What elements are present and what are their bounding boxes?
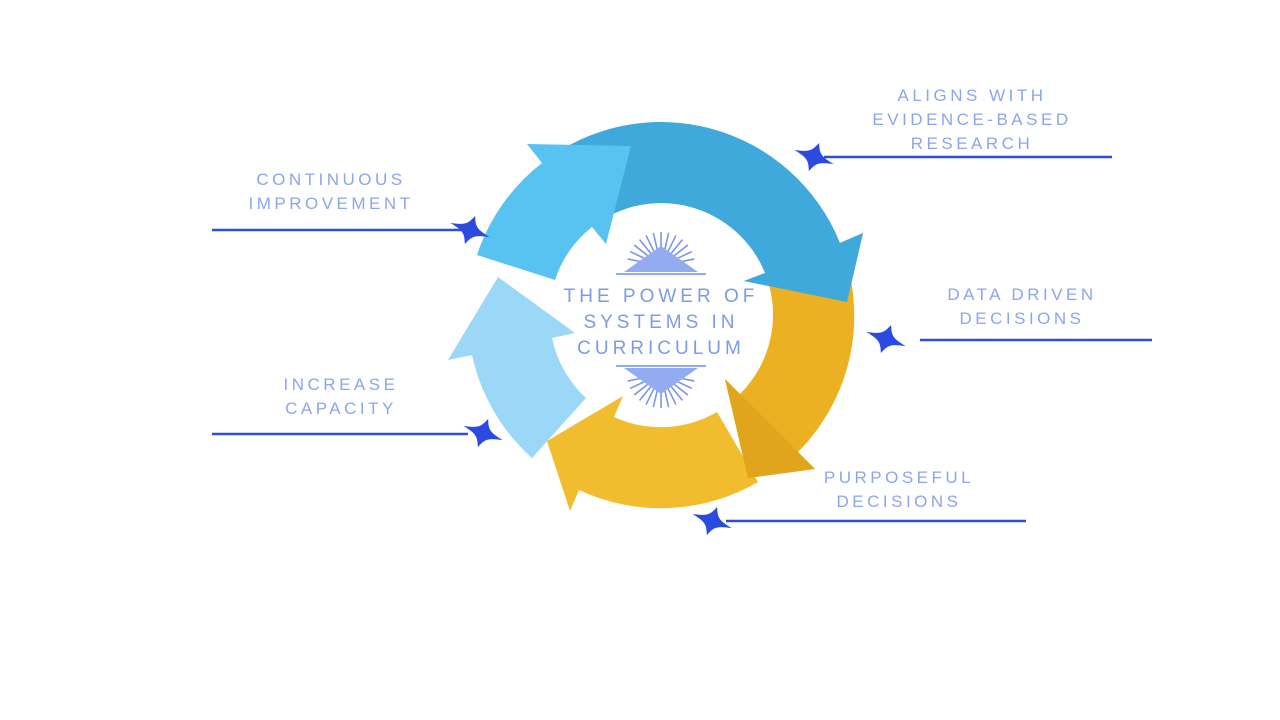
sparkle-star-icon-data-driven <box>866 324 906 354</box>
label-line: EVIDENCE-BASED <box>872 110 1072 129</box>
sparkle-star-icon-continuous-improvement <box>450 215 490 245</box>
label-line: CONTINUOUS <box>256 170 406 189</box>
center-title-line: SYSTEMS IN <box>583 312 739 333</box>
sparkle-star-icon-purposeful-decisions <box>692 506 732 536</box>
label-line: ALIGNS WITH <box>897 86 1047 105</box>
arrow-cycle <box>448 121 863 511</box>
sunburst-top-triangle <box>624 246 698 272</box>
label-line: RESEARCH <box>910 134 1034 153</box>
connector-stars <box>450 142 906 536</box>
sunburst-bottom-triangle <box>624 368 698 394</box>
connector-lines <box>212 155 1152 523</box>
cycle-arrow-upper-left <box>477 144 631 280</box>
label-line: IMPROVEMENT <box>248 194 414 213</box>
label-line: PURPOSEFUL <box>823 468 975 487</box>
center-title-line: THE POWER OF <box>563 286 759 307</box>
cycle-arrow-lower-left <box>448 277 586 458</box>
label-line: DATA DRIVEN <box>947 285 1097 304</box>
center-title-line: CURRICULUM <box>577 338 745 359</box>
sunburst-top-icon <box>616 232 706 275</box>
center-title: THE POWER OF SYSTEMS IN CURRICULUM <box>511 284 811 362</box>
cycle-arrow-top-head <box>744 233 863 302</box>
sparkle-star-icon-aligns-research <box>794 142 834 172</box>
sparkle-star-icon-increase-capacity <box>463 418 503 448</box>
label-increase-capacity: INCREASE CAPACITY <box>191 373 491 421</box>
label-aligns-research: ALIGNS WITH EVIDENCE-BASED RESEARCH <box>822 84 1122 156</box>
label-continuous-improvement: CONTINUOUS IMPROVEMENT <box>181 168 481 216</box>
label-line: DECISIONS <box>959 309 1085 328</box>
label-purposeful-decisions: PURPOSEFUL DECISIONS <box>749 466 1049 514</box>
label-line: CAPACITY <box>285 399 397 418</box>
sunburst-bottom-icon <box>616 365 706 408</box>
label-line: INCREASE <box>283 375 399 394</box>
label-line: DECISIONS <box>836 492 962 511</box>
label-data-driven-decisions: DATA DRIVEN DECISIONS <box>872 283 1172 331</box>
cycle-arrow-right-head <box>725 379 815 478</box>
cycle-arrow-bottom <box>547 396 758 511</box>
